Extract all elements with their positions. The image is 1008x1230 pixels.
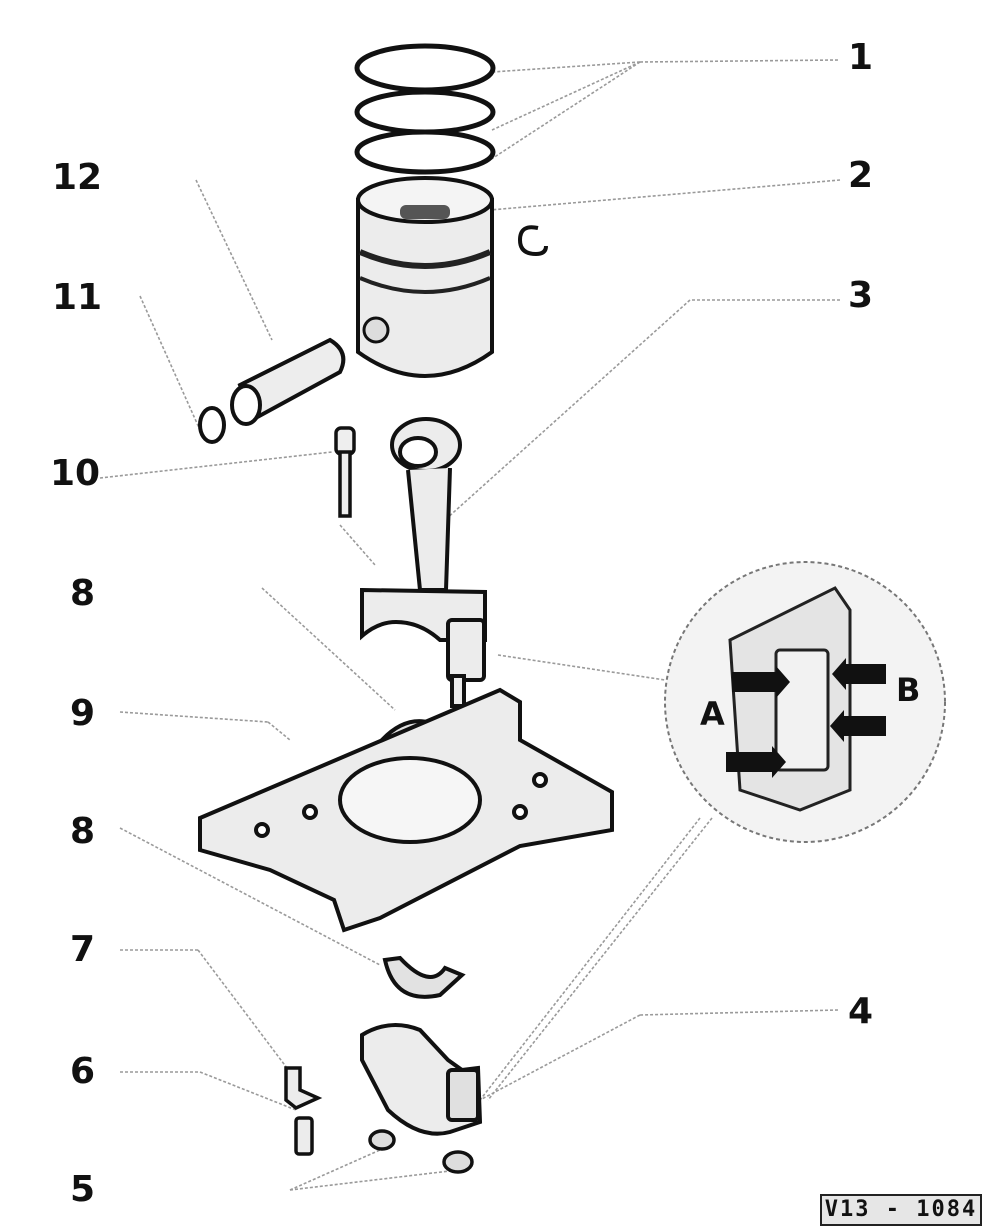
oil-spray-nozzle	[284, 1066, 323, 1156]
piston	[356, 176, 494, 378]
callout-8-lower: 8	[70, 811, 96, 852]
conrod-bolt	[334, 426, 356, 518]
reference-code: V13 - 1084	[820, 1194, 982, 1226]
callout-9: 9	[70, 693, 96, 734]
leader-lines	[99, 59, 841, 1191]
piston-pin	[230, 337, 346, 426]
piston-rings	[354, 43, 496, 175]
detail-label-a: A	[700, 695, 725, 733]
callout-10: 10	[50, 453, 101, 494]
callout-11: 11	[52, 277, 103, 318]
callout-3: 3	[848, 275, 874, 316]
lower-bearing-shell	[382, 955, 466, 999]
callout-8-upper: 8	[70, 573, 96, 614]
bearing-cap	[360, 1023, 483, 1136]
circlip	[517, 225, 548, 257]
detail-arrows	[726, 658, 886, 778]
callout-1: 1	[848, 37, 874, 78]
connecting-rod	[360, 417, 487, 708]
callout-2: 2	[848, 155, 874, 196]
callout-4: 4	[848, 991, 874, 1032]
callout-6: 6	[70, 1051, 96, 1092]
callout-5: 5	[70, 1169, 96, 1210]
bearing-ladder	[198, 687, 614, 933]
detail-label-b: B	[896, 671, 921, 709]
callout-12: 12	[52, 157, 103, 198]
pin-circlip	[198, 406, 226, 444]
cap-bolts	[368, 1129, 474, 1174]
callout-7: 7	[70, 929, 96, 970]
